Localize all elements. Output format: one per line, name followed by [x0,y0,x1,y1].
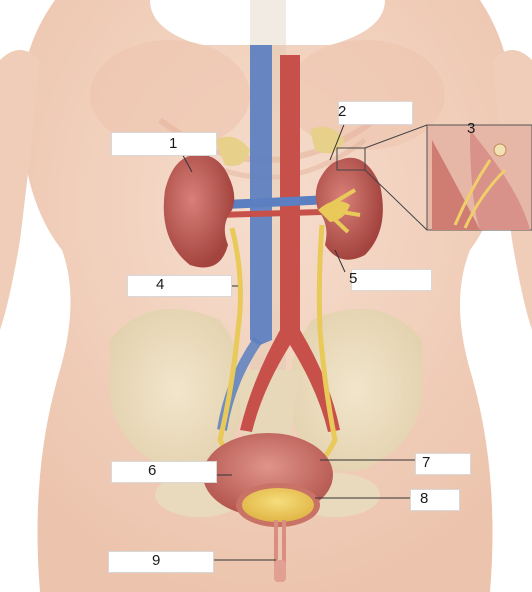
label-number-6: 6 [148,463,156,479]
label-number-2: 2 [338,104,346,120]
label-number-5: 5 [349,271,357,287]
label-number-7: 7 [422,455,430,471]
label-number-3: 3 [467,121,475,137]
label-box-1[interactable] [111,132,217,156]
urine [242,488,314,522]
label-number-4: 4 [156,277,164,293]
label-box-6[interactable] [111,461,217,483]
label-number-8: 8 [420,491,428,507]
label-box-8[interactable] [410,489,460,511]
label-box-2[interactable] [338,101,413,125]
label-box-5[interactable] [351,269,432,291]
label-number-1: 1 [169,136,177,152]
label-box-4[interactable] [127,275,232,297]
label-number-9: 9 [152,553,160,569]
label-box-9[interactable] [108,551,214,573]
vena-cava [250,45,272,345]
